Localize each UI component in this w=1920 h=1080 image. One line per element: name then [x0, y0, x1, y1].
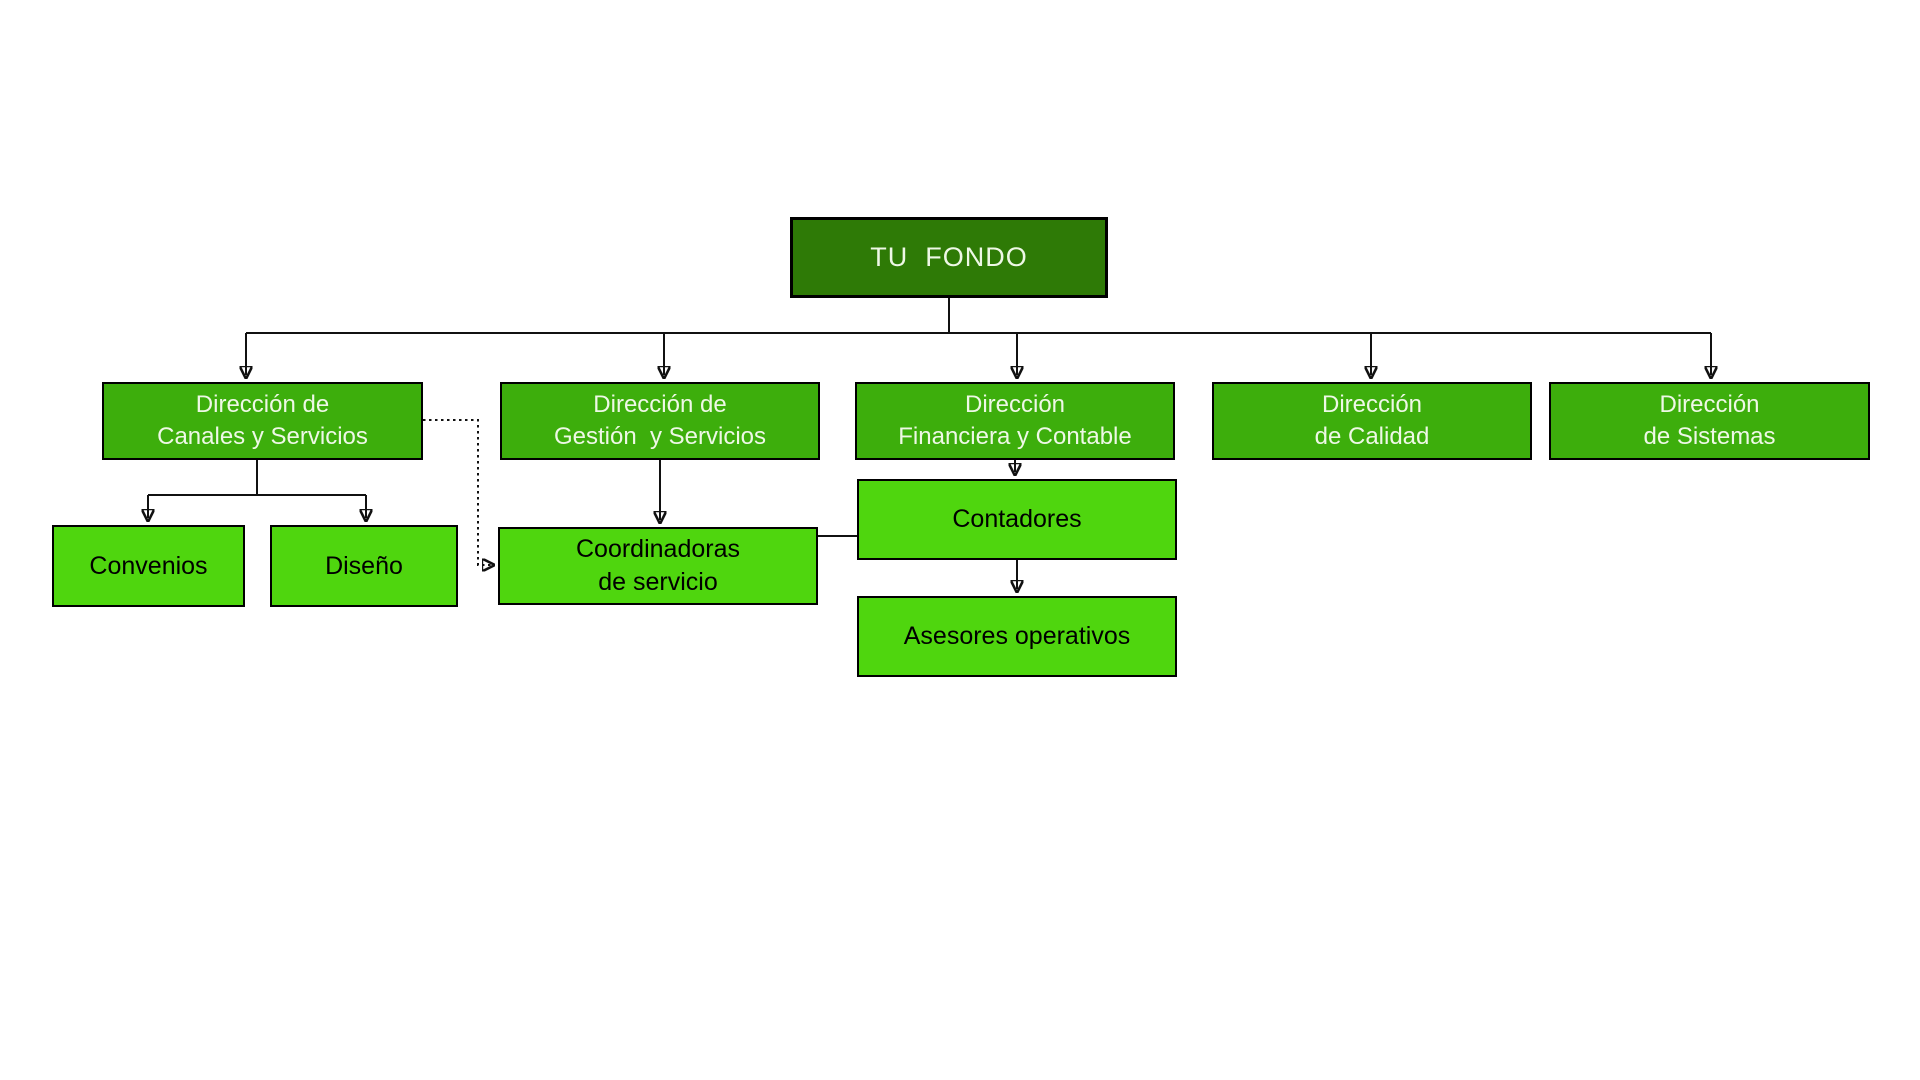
- org-node-direccion-canales-y-servicios: Dirección de Canales y Servicios: [102, 382, 423, 460]
- org-node-coordinadoras-de-servicio: Coordinadoras de servicio: [498, 527, 818, 605]
- org-node-label: Asesores operativos: [903, 622, 1131, 650]
- org-node-label: Dirección de Gestión y Servicios: [553, 391, 767, 450]
- org-node-label: Contadores: [952, 505, 1082, 533]
- org-node-direccion-de-sistemas: Dirección de Sistemas: [1549, 382, 1870, 460]
- org-node-label: Coordinadoras de servicio: [576, 535, 740, 596]
- org-node-asesores-operativos: Asesores operativos: [857, 596, 1177, 677]
- org-node-label: Dirección de Sistemas: [1643, 391, 1776, 450]
- org-node-label: Dirección de Canales y Servicios: [157, 391, 368, 450]
- org-node-direccion-gestion-y-servicios: Dirección de Gestión y Servicios: [500, 382, 820, 460]
- org-node-tu-fondo: TU FONDO: [790, 217, 1108, 298]
- org-node-label: Dirección de Calidad: [1314, 391, 1430, 450]
- org-node-contadores: Contadores: [857, 479, 1177, 560]
- org-node-label: Dirección Financiera y Contable: [898, 391, 1132, 450]
- org-node-direccion-financiera-y-contable: Dirección Financiera y Contable: [855, 382, 1175, 460]
- org-node-label: Convenios: [89, 551, 208, 580]
- org-node-label: TU FONDO: [870, 241, 1028, 272]
- org-node-convenios: Convenios: [52, 525, 245, 607]
- org-node-direccion-de-calidad: Dirección de Calidad: [1212, 382, 1532, 460]
- org-node-label: Diseño: [325, 551, 403, 580]
- org-node-diseno: Diseño: [270, 525, 458, 607]
